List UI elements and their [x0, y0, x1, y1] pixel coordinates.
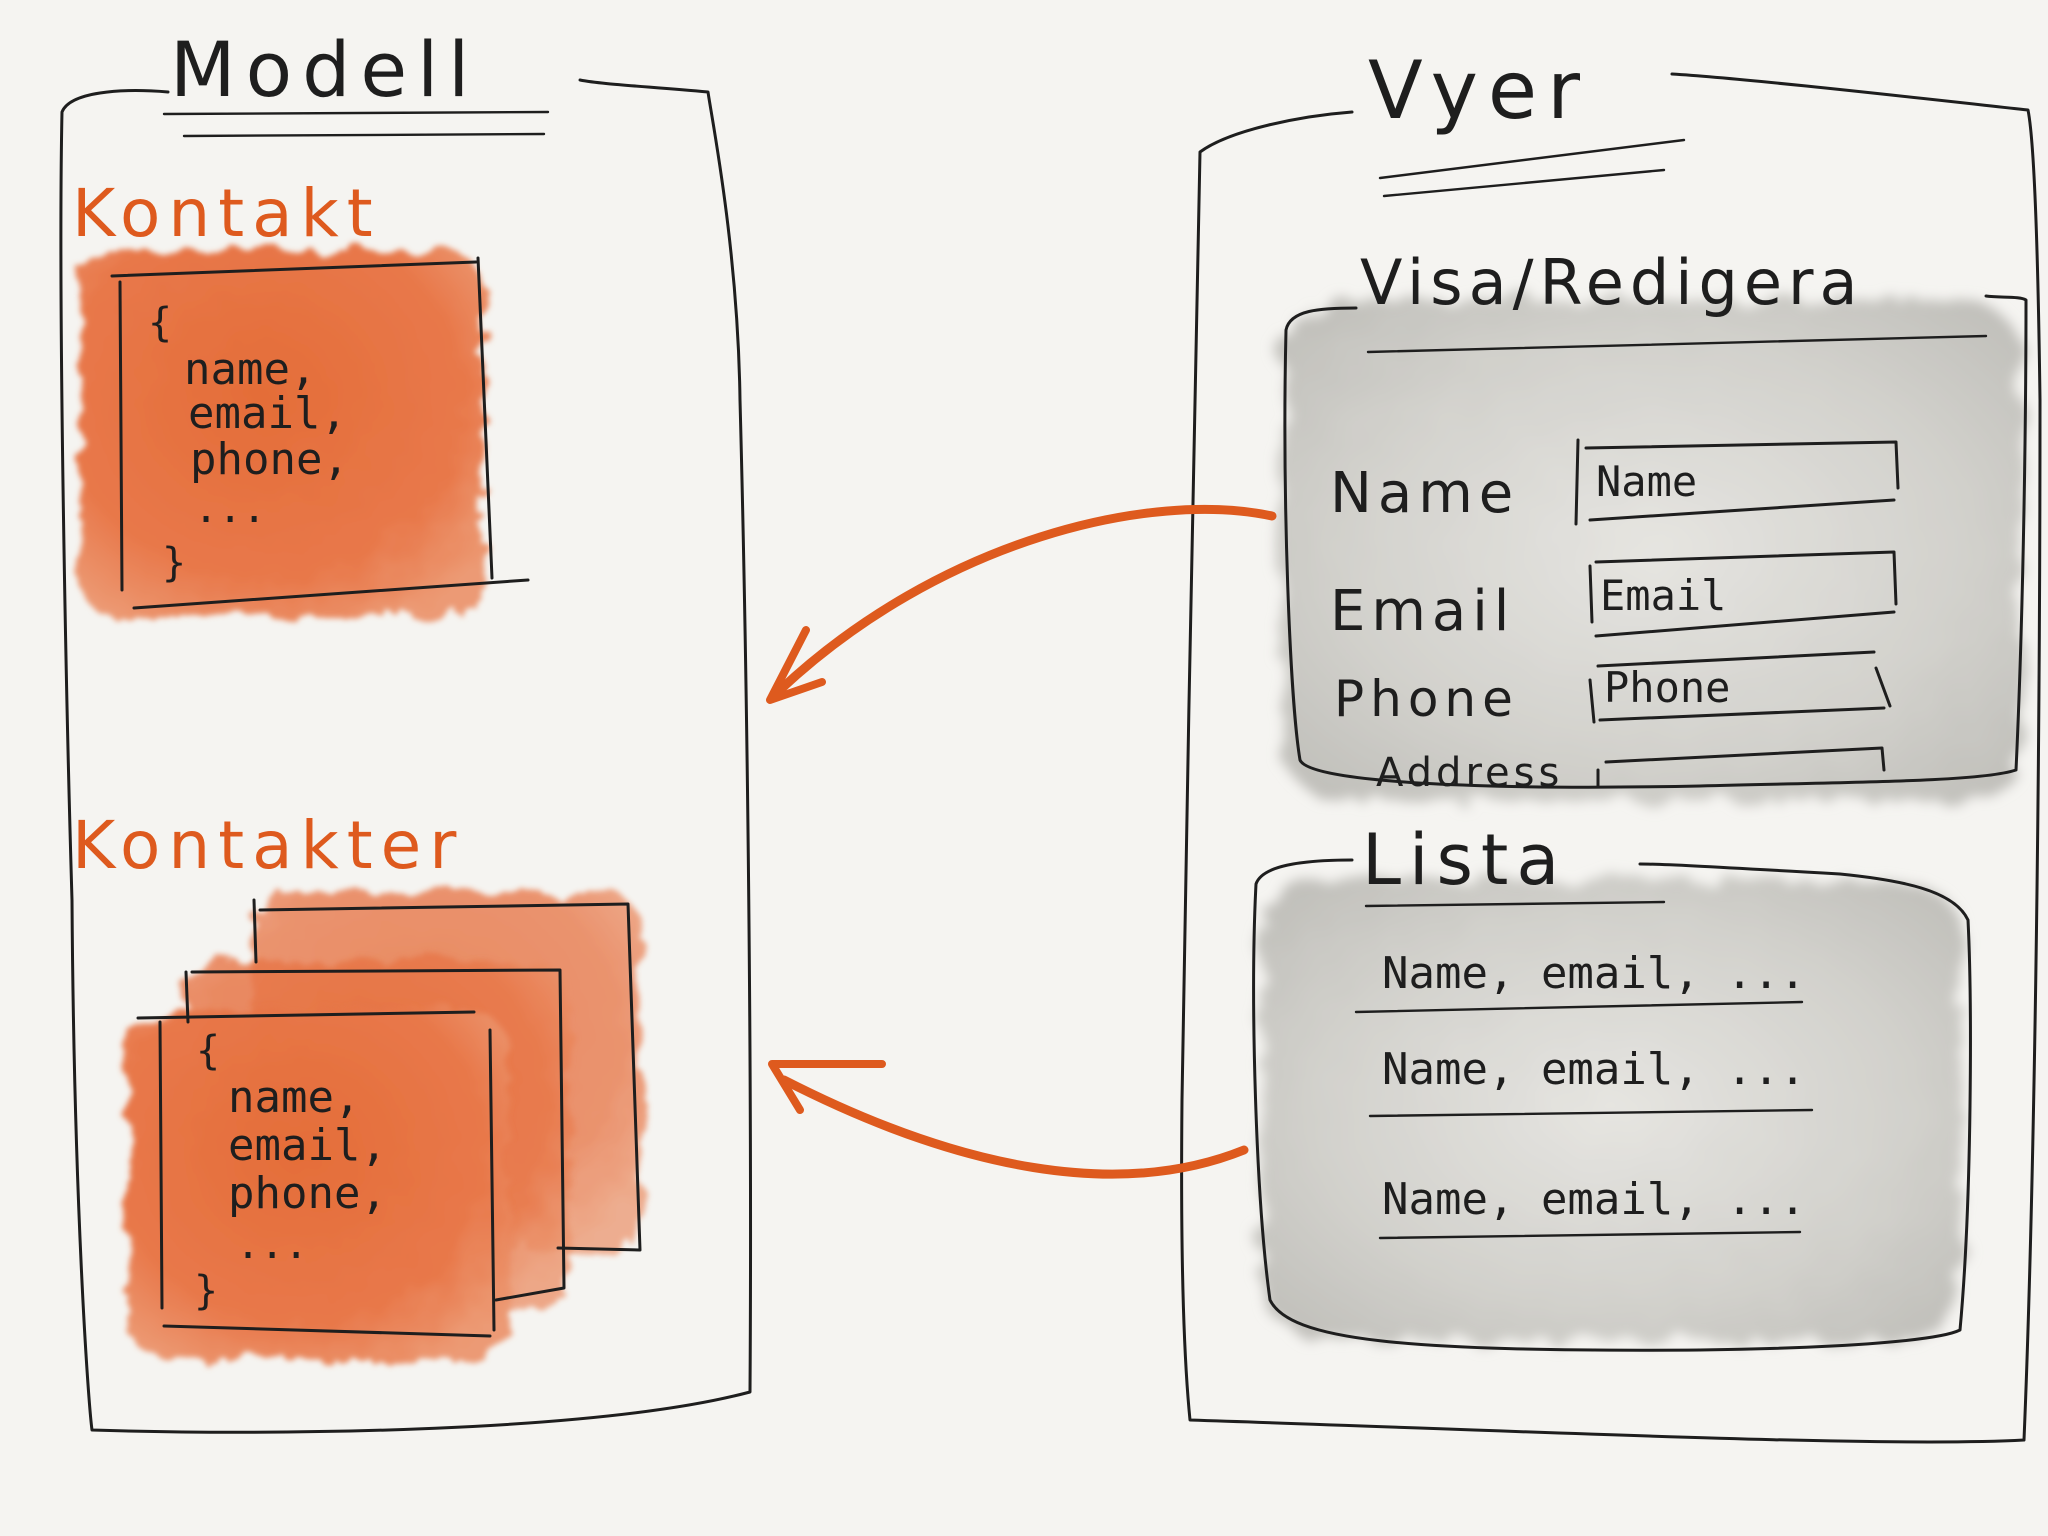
- list-view-border: [1252, 858, 1972, 1352]
- edit-label-name: Name: [1330, 461, 1519, 526]
- list-row-2-divider: [1368, 1108, 1814, 1118]
- edit-field-phone-border: [1588, 650, 1892, 724]
- edit-view-border: [1283, 294, 2028, 789]
- kontakter-card-front-border: [136, 1010, 496, 1338]
- edit-field-email[interactable]: Email: [1588, 550, 1898, 638]
- kontakter-code-phone: phone,: [228, 1168, 387, 1219]
- kontakt-code-email: email,: [188, 388, 347, 439]
- list-row-3-text[interactable]: Name, email, ...: [1382, 1174, 1806, 1225]
- list-row-2[interactable]: Name, email, ...: [1368, 1044, 1814, 1118]
- views-title-underline: [1378, 138, 1686, 180]
- model-title-underline-2: [182, 132, 546, 138]
- views-panel: Vyer Visa/Redigera Name Name Email Email…: [1180, 44, 2042, 1444]
- edit-view-title-underline: [1366, 334, 1988, 354]
- edit-label-address: Address: [1376, 750, 1563, 796]
- kontakt-code-name: name,: [184, 344, 316, 395]
- kontakter-code-ellipsis: ...: [236, 1222, 308, 1268]
- kontakt-code-close: }: [162, 540, 186, 586]
- kontakter-code-email: email,: [228, 1120, 387, 1171]
- edit-field-phone[interactable]: Phone: [1588, 650, 1892, 724]
- kontakt-code-ellipsis: ...: [194, 486, 266, 532]
- edit-to-kontakt-arrow-head: [766, 626, 826, 704]
- views-panel-border: [1180, 72, 2042, 1444]
- kontakter-stack: { name, email, phone, ... }: [128, 892, 642, 1360]
- list-row-3-divider: [1378, 1230, 1802, 1240]
- edit-view-wash: [1282, 300, 2022, 800]
- edit-label-email: Email: [1330, 579, 1515, 644]
- kontakter-title: Kontakter: [72, 807, 464, 884]
- edit-to-kontakt-arrow-line: [775, 504, 1277, 695]
- kontakter-card-middle-border: [184, 968, 566, 1302]
- kontakter-code-name: name,: [228, 1072, 360, 1123]
- model-panel: Modell Kontakt { name, email, phone, ...…: [59, 25, 753, 1434]
- edit-field-name-border: [1574, 438, 1900, 526]
- kontakter-wash-front: [128, 1010, 508, 1360]
- edit-field-email-border: [1588, 550, 1898, 638]
- list-row-1-text[interactable]: Name, email, ...: [1382, 948, 1806, 999]
- kontakter-card-back-border: [252, 898, 642, 1252]
- edit-to-kontakt-arrow: [766, 504, 1277, 704]
- list-view-title-underline: [1364, 900, 1666, 908]
- kontakt-card: { name, email, phone, ... }: [80, 250, 530, 618]
- list-row-1[interactable]: Name, email, ...: [1354, 948, 1806, 1014]
- list-to-kontakter-arrow-head: [768, 1060, 886, 1114]
- edit-field-phone-value[interactable]: Phone: [1604, 663, 1730, 712]
- kontakt-card-border: [110, 256, 530, 610]
- list-row-2-text[interactable]: Name, email, ...: [1382, 1044, 1806, 1095]
- edit-field-address[interactable]: Address: [1376, 746, 1886, 796]
- edit-field-email-value[interactable]: Email: [1600, 571, 1726, 620]
- views-title: Vyer: [1368, 44, 1590, 137]
- list-view: Lista Name, email, ... Name, email, ... …: [1252, 819, 1972, 1352]
- views-title-underline-2: [1382, 168, 1666, 198]
- kontakt-code-phone: phone,: [190, 434, 349, 485]
- list-row-1-divider: [1354, 1000, 1804, 1014]
- kontakt-code-open: {: [148, 300, 172, 346]
- kontakter-code-close: }: [194, 1268, 218, 1314]
- model-panel-border: [59, 78, 753, 1434]
- list-to-kontakter-arrow: [768, 1060, 1249, 1179]
- kontakter-code-open: {: [196, 1028, 220, 1074]
- list-to-kontakter-arrow-line: [779, 1075, 1249, 1179]
- edit-label-phone: Phone: [1334, 670, 1519, 728]
- model-title: Modell: [170, 25, 479, 114]
- edit-field-name[interactable]: Name: [1574, 438, 1900, 526]
- model-title-underline: [162, 110, 550, 116]
- list-view-title: Lista: [1362, 819, 1567, 901]
- list-row-3[interactable]: Name, email, ...: [1378, 1174, 1806, 1240]
- kontakt-wash: [80, 250, 484, 618]
- kontakt-title: Kontakt: [72, 175, 381, 252]
- list-view-wash: [1262, 880, 1962, 1340]
- edit-field-name-value[interactable]: Name: [1596, 457, 1697, 506]
- edit-view-title: Visa/Redigera: [1360, 246, 1863, 319]
- edit-view: Visa/Redigera Name Name Email Email Phon…: [1282, 246, 2028, 800]
- edit-field-address-border: [1596, 746, 1886, 788]
